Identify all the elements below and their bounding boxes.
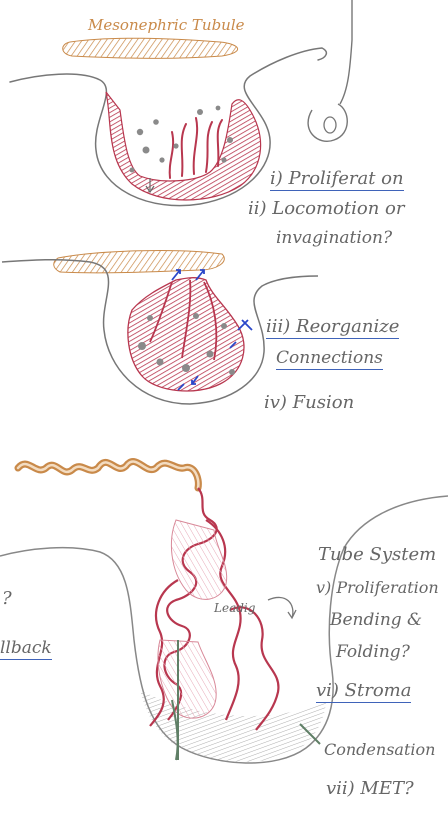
step-ii-label-a: ii) Locomotion or [248, 200, 404, 218]
leading-label: Leadig [214, 602, 255, 614]
mesonephric-tubule-bar [63, 38, 238, 58]
tubule-label: Mesonephric Tubule [88, 18, 245, 33]
step-iv-label: iv) Fusion [264, 394, 354, 412]
step-vi-label-a: vi) Stroma [316, 682, 411, 700]
step-vi-label-b: Condensation [324, 742, 435, 758]
step-v-label-a: v) Proliferation [316, 580, 439, 596]
step-vii-label: vii) MET? [326, 780, 414, 798]
step-iii-label-a: iii) Reorganize [266, 318, 399, 336]
step-v-label-c: Folding? [336, 644, 410, 661]
left-fragment-question: ? [2, 590, 12, 608]
leading-arrow [268, 597, 296, 618]
left-fragment-back: llback [0, 640, 52, 657]
tubule-bar-2 [54, 251, 225, 273]
step-iii-label-b: Connections [276, 350, 383, 367]
step-ii-label-b: invagination? [276, 230, 392, 247]
proliferating-epithelium [106, 92, 261, 200]
tube-system-title: Tube System [318, 546, 436, 564]
step-v-label-b: Bending & [330, 612, 422, 629]
step-i-label: i) Proliferat on [270, 170, 404, 188]
vesicle-outline [308, 104, 347, 141]
